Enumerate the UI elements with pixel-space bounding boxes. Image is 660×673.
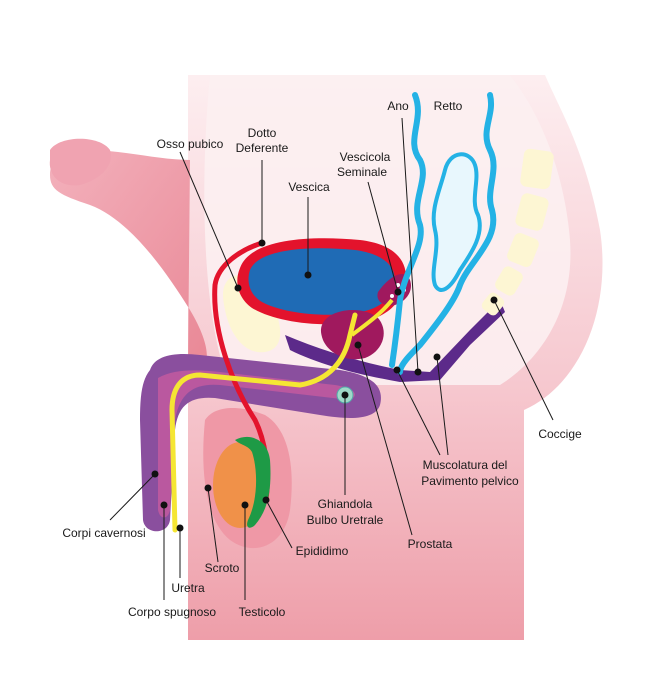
rectum — [397, 92, 497, 375]
label-corpi-cavernosi: Corpi cavernosi — [62, 526, 145, 540]
label-corpo-spugnoso: Corpo spugnoso — [128, 605, 216, 619]
label-vescicola-seminale-1: Vescicola — [340, 150, 391, 164]
label-muscolatura-1: Muscolatura del — [423, 458, 508, 472]
label-ano: Ano — [387, 99, 409, 113]
label-testicolo: Testicolo — [239, 605, 286, 619]
label-prostata: Prostata — [408, 537, 453, 551]
label-dotto-deferente-1: Dotto — [248, 126, 277, 140]
rectum-inner — [389, 92, 426, 368]
label-scroto: Scroto — [205, 561, 240, 575]
urethra — [169, 312, 358, 533]
label-uretra: Uretra — [171, 581, 205, 595]
penis-glans — [49, 138, 111, 186]
label-ghiandola-1: Ghiandola — [318, 497, 373, 511]
label-muscolatura-2: Pavimento pelvico — [421, 474, 519, 488]
corpus-cavernosum — [140, 353, 381, 532]
epididymis — [235, 436, 271, 528]
label-retto: Retto — [434, 99, 463, 113]
label-osso-pubico: Osso pubico — [157, 137, 224, 151]
label-dotto-deferente-2: Deferente — [236, 141, 289, 155]
ejaculatory-duct — [350, 298, 394, 337]
label-vescica: Vescica — [288, 180, 330, 194]
rectum-lumen — [431, 152, 482, 292]
label-epididimo: Epididimo — [296, 544, 349, 558]
bladder — [248, 248, 395, 315]
label-ghiandola-2: Bulbo Uretrale — [307, 513, 384, 527]
penis-shaft — [50, 149, 207, 365]
label-vescicola-seminale-2: Seminale — [337, 165, 387, 179]
label-coccige: Coccige — [538, 427, 582, 441]
coccyx-vertebrae — [481, 148, 554, 316]
